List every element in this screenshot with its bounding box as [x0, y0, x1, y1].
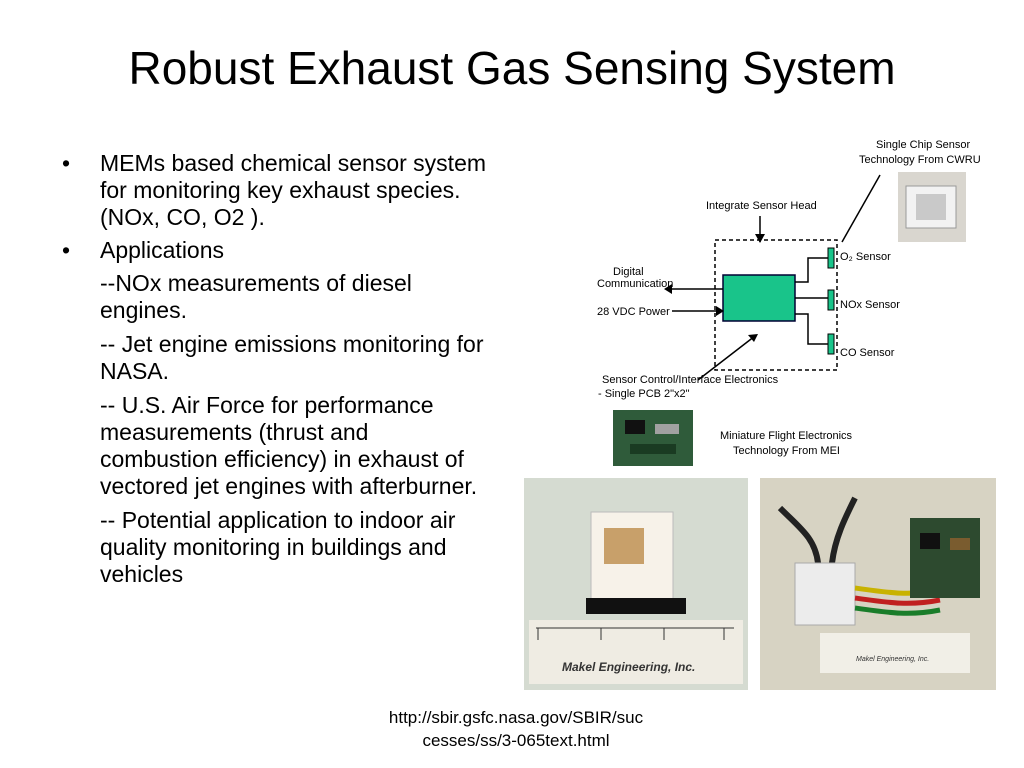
sub-item: -- Jet engine emissions monitoring for N…	[100, 331, 484, 384]
sub-item: -- U.S. Air Force for performance measur…	[100, 392, 478, 499]
digital-label-2: Communication	[597, 278, 674, 290]
digital-label-1: Digital	[613, 266, 644, 278]
bullet-text: Applications	[100, 237, 225, 263]
arrow-line	[841, 174, 881, 243]
bullet-dot: •	[62, 237, 71, 263]
slide-title: Robust Exhaust Gas Sensing System	[128, 42, 896, 94]
control-label-1: Sensor Control/Interface Electronics	[602, 374, 779, 386]
sub-item: -- Potential application to indoor air q…	[100, 507, 456, 587]
ruler-brand-label: Makel Engineering, Inc.	[562, 660, 696, 674]
bullet-list: • MEMs based chemical sensor system for …	[62, 150, 492, 595]
flight-electronics-photo: Makel Engineering, Inc.	[760, 478, 996, 690]
chip-label-1: Single Chip Sensor	[876, 139, 971, 151]
control-label-2: - Single PCB 2"x2"	[598, 388, 690, 400]
chip-photo	[898, 172, 966, 242]
pcb-photo	[613, 410, 693, 466]
source-url-caption: http://sbir.gsfc.nasa.gov/SBIR/suc cesse…	[330, 706, 702, 752]
chip-label-2: Technology From CWRU	[859, 154, 981, 166]
sub-item: --NOx measurements of diesel engines.	[100, 270, 412, 323]
nox-sensor-label: NOx Sensor	[840, 299, 900, 311]
co-sensor-label: CO Sensor	[840, 347, 895, 359]
mini-label-2: Technology From MEI	[733, 445, 840, 457]
ruler-brand-label-small: Makel Engineering, Inc.	[856, 656, 930, 663]
power-label: 28 VDC Power	[597, 306, 670, 318]
flight-electronics-image	[760, 478, 996, 690]
bullet-text: MEMs based chemical sensor system for mo…	[100, 150, 487, 230]
caption-line-2: cesses/ss/3-065text.html	[422, 731, 610, 750]
integrate-label: Integrate Sensor Head	[706, 200, 817, 212]
mini-label-1: Miniature Flight Electronics	[720, 430, 853, 442]
bullet-item: • MEMs based chemical sensor system for …	[62, 150, 492, 231]
sensor-head-image	[524, 478, 748, 690]
sensor-head-photo: Makel Engineering, Inc.	[524, 478, 748, 690]
sensor-system-diagram	[613, 172, 966, 466]
o2-sensor-label: O₂ Sensor	[840, 251, 891, 263]
caption-line-1: http://sbir.gsfc.nasa.gov/SBIR/suc	[388, 708, 644, 727]
bullet-item: • Applications	[62, 237, 492, 264]
sensor-control-block	[722, 274, 796, 322]
bullet-dot: •	[62, 150, 71, 176]
